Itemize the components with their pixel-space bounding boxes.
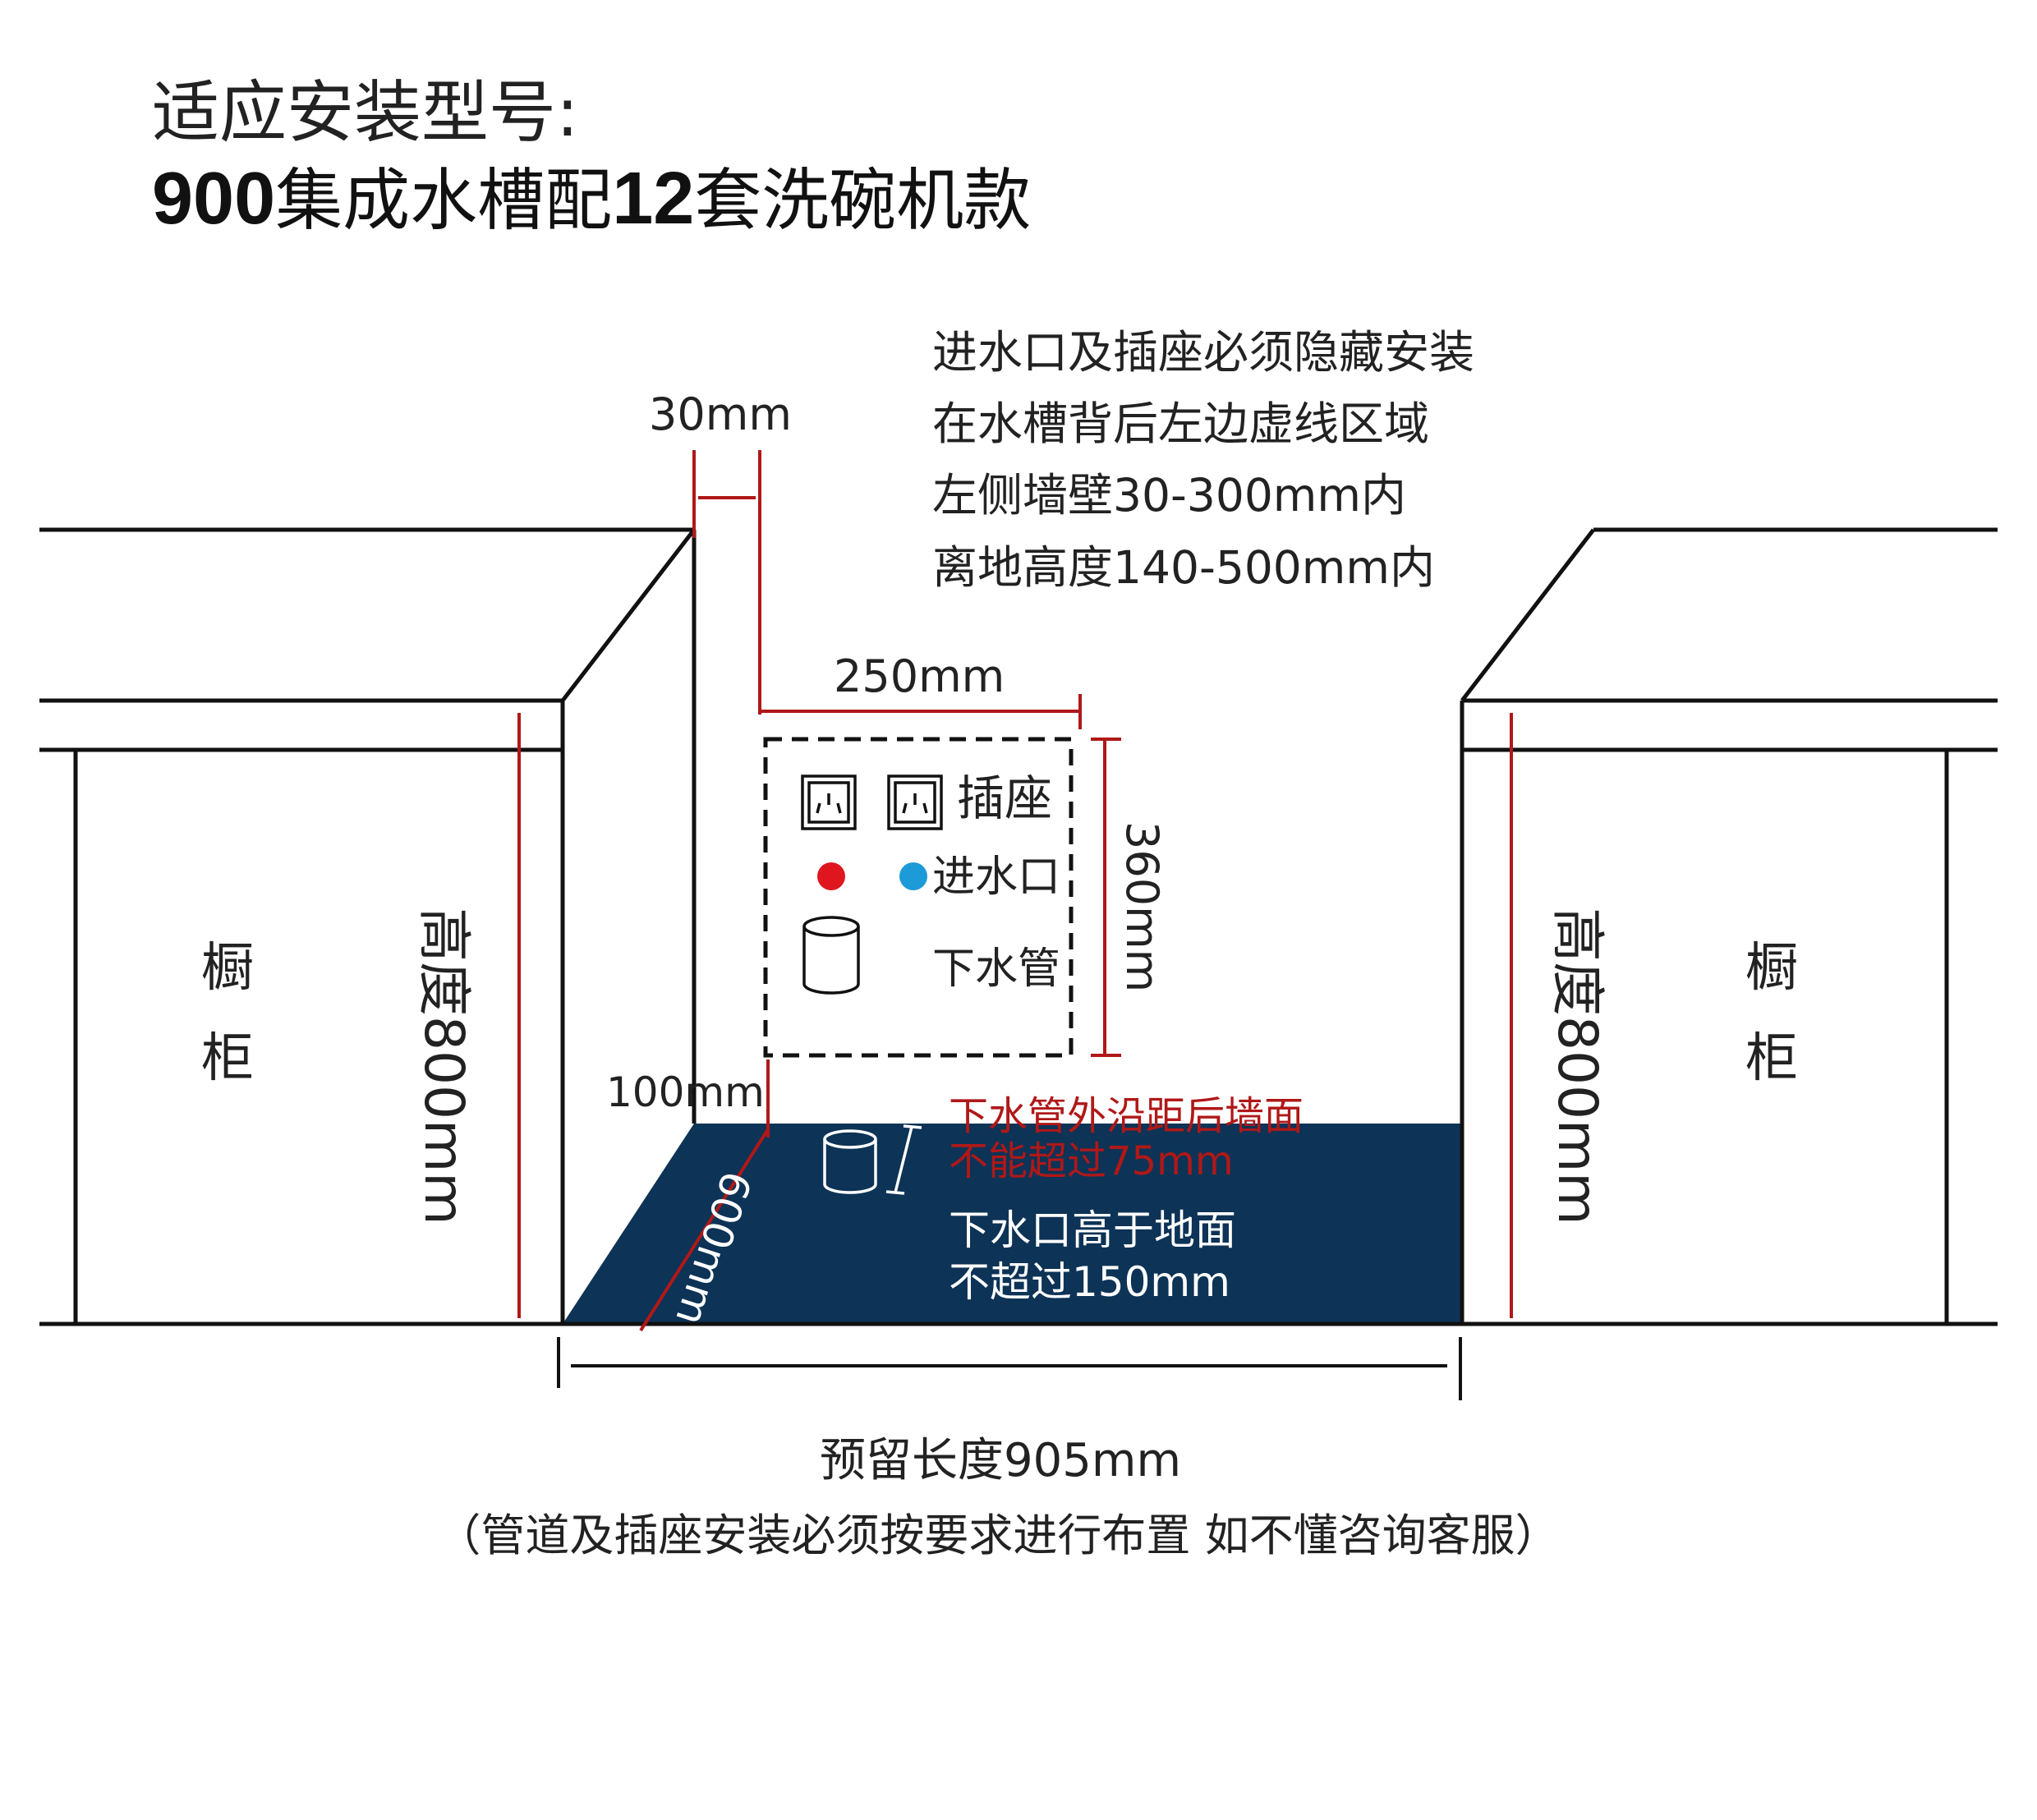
right-cabinet-label-2: 柜 bbox=[1745, 1028, 1798, 1089]
note-line-2: 在水槽背后左边虚线区域 bbox=[932, 398, 1429, 450]
right-height-label: 高度800mm bbox=[1546, 908, 1609, 1225]
left-height-label: 高度800mm bbox=[412, 908, 476, 1225]
note-line-4: 离地高度140-500mm内 bbox=[932, 541, 1435, 594]
title-model-text-b: 套洗碗机款 bbox=[694, 162, 1031, 240]
title-model-size: 900 bbox=[152, 158, 275, 240]
zone-width-label: 250mm bbox=[834, 650, 1005, 702]
drain-warning-line-1: 下水管外沿距后墙面 bbox=[949, 1093, 1304, 1139]
left-cabinet-label-1: 橱 bbox=[201, 938, 254, 999]
drain-label: 下水管 bbox=[932, 944, 1060, 994]
floor-drain-icon bbox=[823, 1124, 922, 1195]
zone-height-dimension bbox=[1091, 738, 1121, 1057]
drain-pipe-icon bbox=[802, 916, 860, 995]
socket-label: 插座 bbox=[957, 770, 1052, 826]
title-model-sets: 12 bbox=[612, 158, 694, 240]
title-line-1: 适应安装型号: bbox=[152, 74, 579, 152]
inlet-label: 进水口 bbox=[932, 853, 1060, 902]
installation-zone bbox=[763, 737, 1074, 1058]
right-cabinet-label: 橱 柜 bbox=[1745, 938, 1798, 1089]
floor-gap-label: 100mm bbox=[606, 1069, 765, 1116]
left-cabinet bbox=[39, 527, 697, 1324]
reserved-length-dimension bbox=[557, 1337, 1462, 1400]
left-cabinet-label-2: 柜 bbox=[201, 1028, 254, 1089]
outlet-warning-line-1: 下水口高于地面 bbox=[949, 1206, 1236, 1254]
zone-height-label: 360mm bbox=[1116, 821, 1168, 992]
left-cabinet-label: 橱 柜 bbox=[201, 938, 254, 1089]
depth-line bbox=[639, 1128, 770, 1332]
floor-area bbox=[563, 1124, 1462, 1324]
wall-gap-label: 30mm bbox=[649, 388, 792, 440]
wall-gap-dimension bbox=[692, 450, 761, 715]
cold-water-dot-icon bbox=[899, 862, 927, 890]
drain-warning-line-2: 不能超过75mm bbox=[949, 1138, 1234, 1184]
outlet-warning-line-2: 不超过150mm bbox=[949, 1258, 1230, 1306]
installation-notes: 进水口及插座必须隐藏安装 在水槽背后左边虚线区域 左侧墙壁30-300mm内 离… bbox=[932, 326, 1474, 594]
right-cabinet-label-1: 橱 bbox=[1745, 938, 1798, 999]
hot-water-dot-icon bbox=[817, 862, 845, 890]
socket-icon bbox=[887, 774, 943, 830]
right-cabinet bbox=[1460, 527, 1998, 1324]
note-line-1: 进水口及插座必须隐藏安装 bbox=[932, 326, 1474, 379]
zone-width-dimension bbox=[760, 694, 1082, 729]
footer-note: （管道及插座安装必须按要求进行布置 如不懂咨询客服） bbox=[436, 1510, 1559, 1561]
title-model-text-a: 集成水槽配 bbox=[275, 162, 612, 240]
note-line-3: 左侧墙壁30-300mm内 bbox=[932, 469, 1406, 522]
title-line-2: 900集成水槽配12套洗碗机款 bbox=[152, 158, 1031, 240]
reserved-length-label: 预留长度905mm bbox=[820, 1434, 1181, 1487]
socket-icon bbox=[801, 774, 857, 830]
